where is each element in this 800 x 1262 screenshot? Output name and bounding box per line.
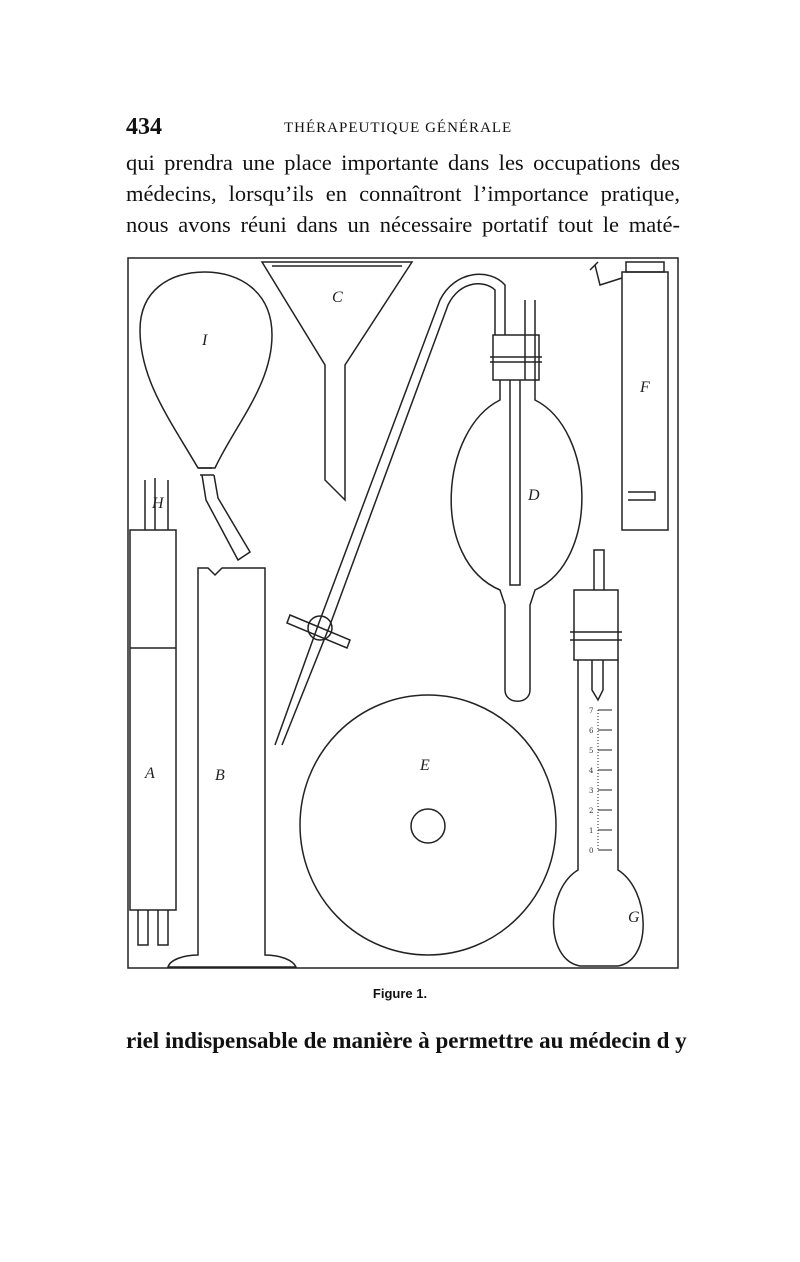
page-header: 434 THÉRAPEUTIQUE GÉNÉRALE	[126, 114, 680, 142]
page-number: 434	[126, 114, 162, 140]
flask-D: D	[450, 300, 583, 702]
case-A-with-H: H A	[129, 478, 177, 946]
cylinder-B: B	[167, 567, 298, 968]
label-D: D	[527, 487, 540, 504]
label-A: A	[144, 765, 155, 782]
label-B: B	[215, 767, 225, 784]
disc-E: E	[299, 694, 557, 956]
label-E: E	[419, 757, 430, 774]
body-line-1: qui prendra une place importante dans le…	[126, 150, 680, 175]
scale-mark-label: 3	[589, 787, 593, 795]
label-H: H	[151, 495, 165, 512]
label-G: G	[628, 909, 640, 926]
scale-mark-label: 4	[589, 767, 594, 775]
label-I: I	[201, 332, 208, 349]
body-line-2: médecins, lorsqu’ils en connaîtront l’im…	[126, 181, 680, 206]
scale-mark-label: 0	[589, 847, 593, 855]
scale-mark-label: 1	[589, 827, 593, 835]
label-F: F	[639, 379, 650, 396]
body-line-after-figure: riel indispensable de manière à permettr…	[126, 1028, 687, 1053]
figure-caption: Figure 1.	[372, 986, 428, 1001]
volumetric-flask-G: G 7 6 5 4 3 2 1 0	[552, 549, 644, 967]
scale-mark-label: 5	[589, 747, 593, 755]
funnel-C: C	[260, 261, 414, 502]
body-line-3: nous avons réuni dans un nécessaire port…	[126, 212, 680, 237]
scale-mark-label: 7	[589, 707, 593, 715]
scale-mark-label: 2	[589, 807, 593, 815]
figure-frame	[127, 257, 679, 969]
pipette-with-stopcock	[274, 273, 506, 746]
scale-mark-label: 6	[589, 727, 594, 735]
rubber-bulb-I: I	[139, 271, 273, 562]
tube-F: F	[589, 261, 669, 531]
label-C: C	[332, 289, 343, 306]
running-title: THÉRAPEUTIQUE GÉNÉRALE	[284, 120, 513, 136]
